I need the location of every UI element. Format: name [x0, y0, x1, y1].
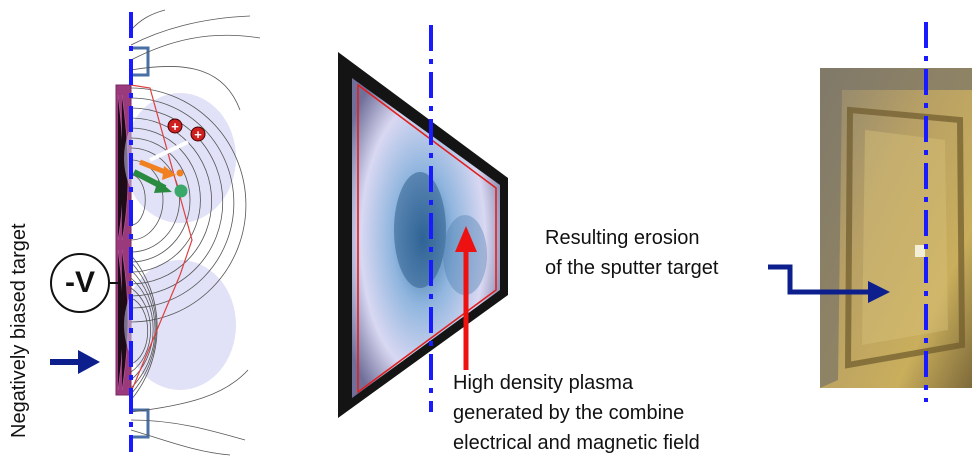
erosion-label-line2: of the sputter target	[545, 257, 719, 279]
eroded-target-photo	[768, 22, 972, 402]
magnetron-cross-section: + +	[50, 9, 261, 456]
plasma-label-line1: High density plasma	[453, 372, 634, 394]
electron-particle	[176, 169, 184, 177]
ion-trajectory-arrow	[149, 140, 189, 162]
ion-particle	[190, 126, 206, 142]
bias-voltage-label: -V	[65, 266, 95, 299]
plasma-racetrack-outline	[357, 83, 497, 394]
magnet-top	[130, 46, 150, 77]
svg-text:+: +	[171, 119, 179, 134]
ion-particle	[167, 118, 183, 134]
target-label: Negatively biased target	[8, 223, 30, 438]
particles: + +	[132, 118, 206, 198]
erosion-pointer-arrow	[768, 264, 870, 295]
plasma-photo	[338, 25, 508, 418]
plasma-label-line3: electrical and magnetic field	[453, 432, 700, 454]
erosion-groove	[844, 106, 966, 369]
plasma-racetrack-outline	[130, 84, 193, 393]
sputtered-atom	[174, 184, 188, 198]
svg-text:+: +	[194, 127, 202, 142]
magnet-bottom	[130, 408, 150, 439]
plasma-zone-upper	[124, 93, 236, 223]
plasma-label-line2: generated by the combine	[453, 402, 685, 424]
magnetic-field-lines	[130, 9, 261, 456]
bias-voltage-circle: -V	[50, 253, 110, 313]
erosion-label-line1: Resulting erosion	[545, 227, 700, 249]
